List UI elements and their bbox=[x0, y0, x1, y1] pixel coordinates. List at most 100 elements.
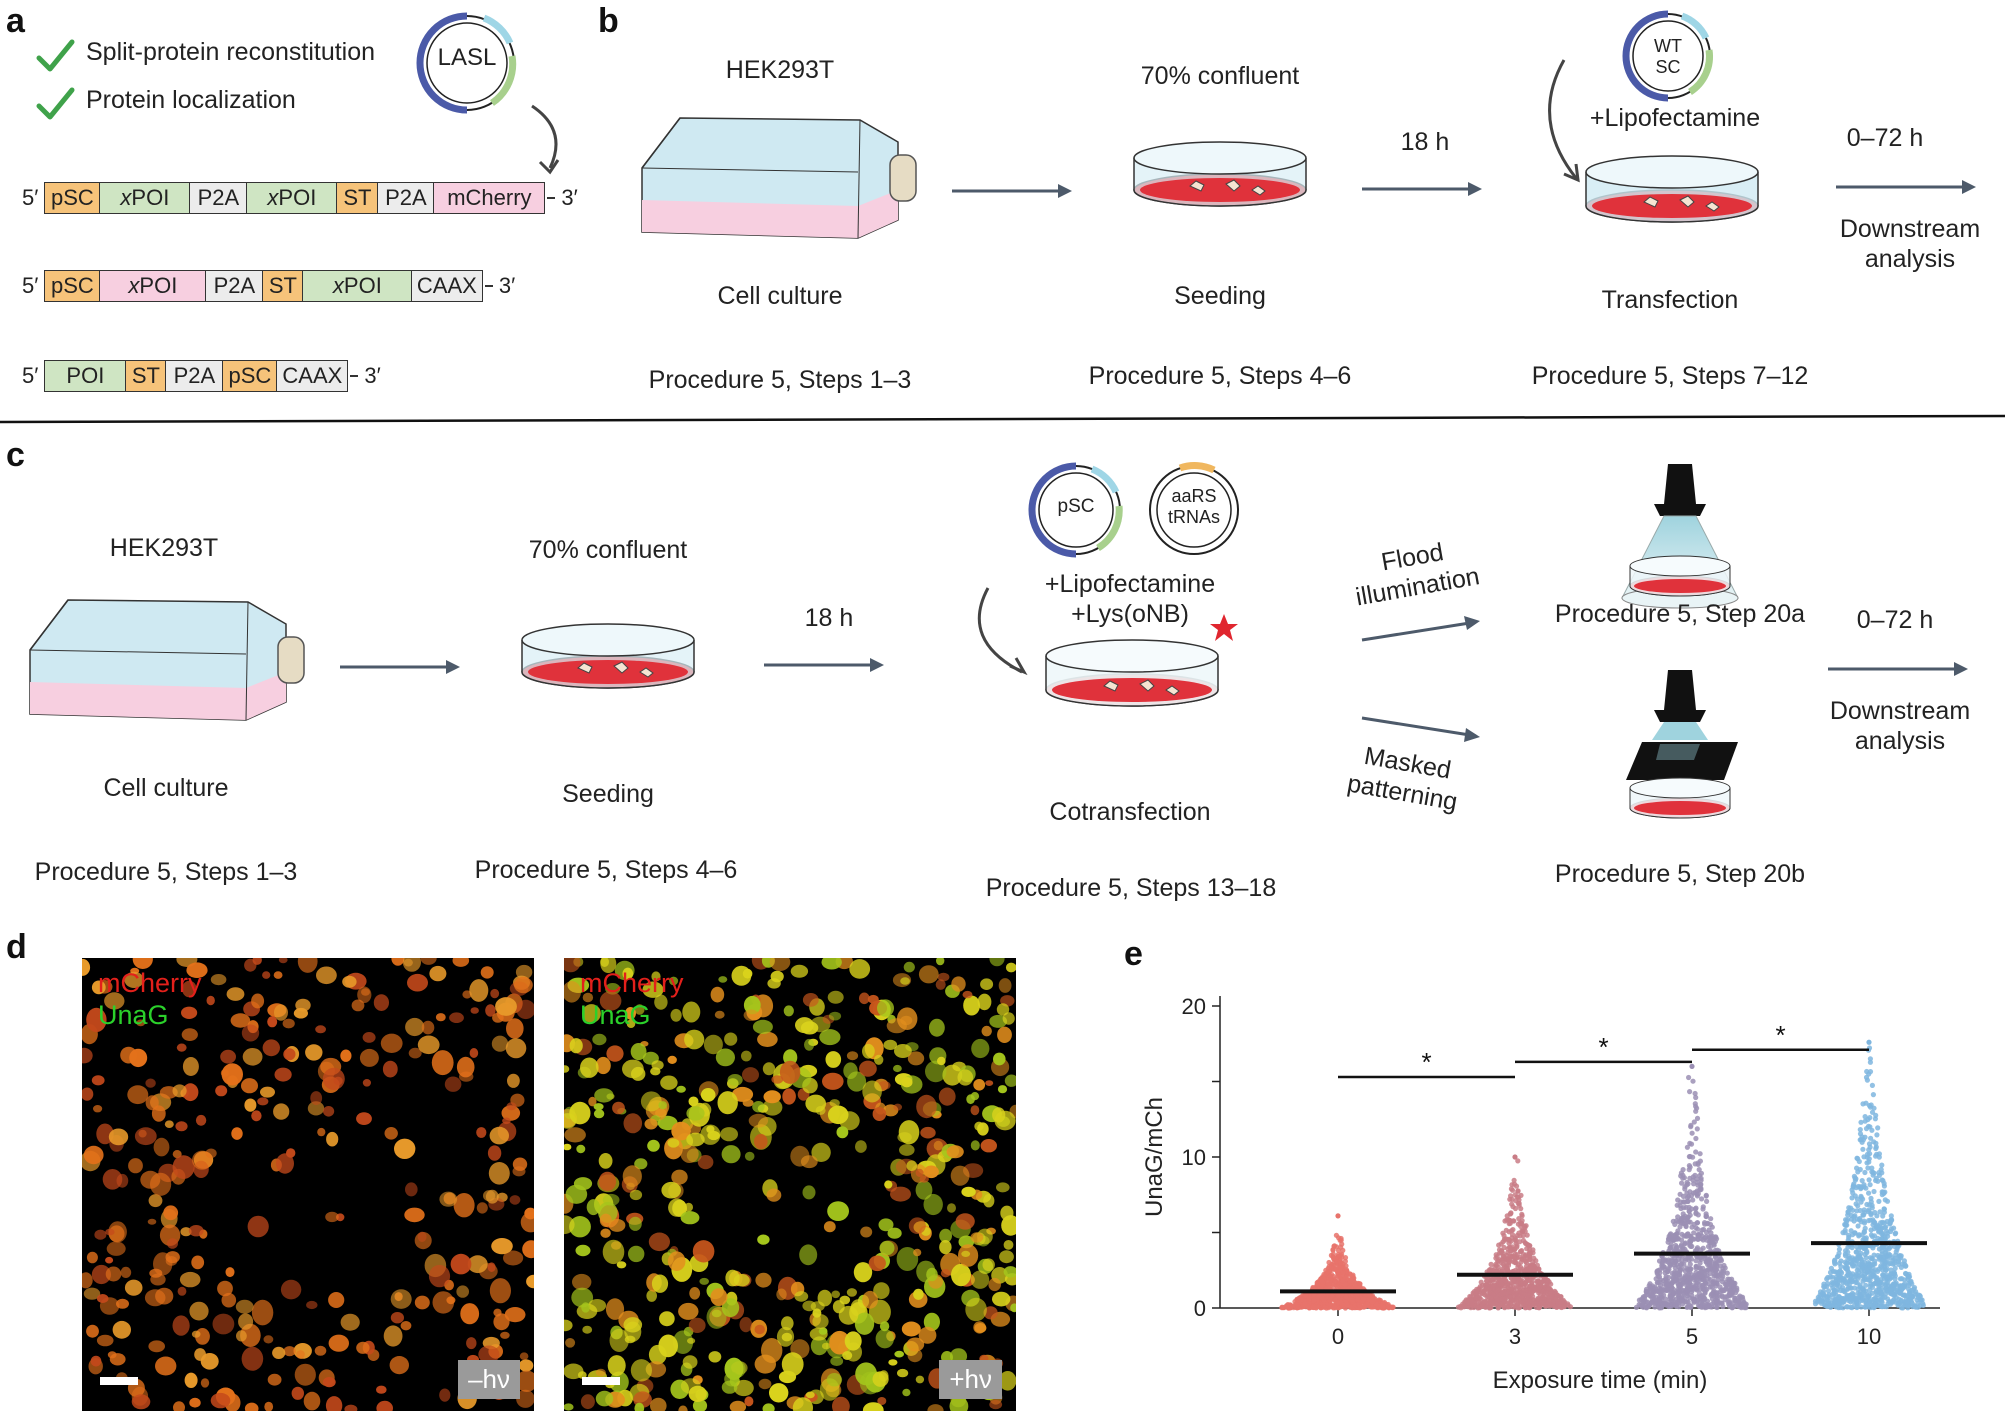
data-point bbox=[1333, 1279, 1338, 1284]
cell bbox=[791, 965, 808, 978]
data-point bbox=[1725, 1271, 1730, 1276]
cell bbox=[951, 1264, 971, 1286]
cell bbox=[608, 1355, 626, 1376]
cell bbox=[581, 1394, 595, 1409]
data-point bbox=[1828, 1275, 1833, 1280]
cell bbox=[631, 1067, 645, 1081]
cell bbox=[594, 1088, 613, 1102]
data-point bbox=[1892, 1271, 1897, 1276]
data-point bbox=[1845, 1304, 1850, 1309]
data-point bbox=[1649, 1289, 1654, 1294]
cell bbox=[993, 1053, 1006, 1066]
cell bbox=[983, 1194, 994, 1207]
data-point bbox=[1854, 1250, 1859, 1255]
cell bbox=[806, 1392, 815, 1399]
arrow-icon bbox=[762, 654, 892, 674]
cell bbox=[344, 1405, 357, 1411]
cell bbox=[304, 1392, 321, 1411]
cell bbox=[306, 1301, 317, 1309]
cell bbox=[173, 1315, 190, 1335]
y-tick-label: 10 bbox=[1182, 1145, 1206, 1170]
cell bbox=[476, 1127, 486, 1138]
cell bbox=[215, 1085, 227, 1096]
data-point bbox=[1345, 1303, 1350, 1308]
cell bbox=[222, 1293, 237, 1308]
cell bbox=[1006, 963, 1016, 973]
data-point bbox=[1386, 1302, 1391, 1307]
data-point bbox=[1521, 1252, 1526, 1257]
cell bbox=[742, 1067, 759, 1082]
cell bbox=[211, 974, 227, 985]
cell bbox=[251, 1110, 261, 1121]
data-point bbox=[1862, 1170, 1867, 1175]
cell bbox=[477, 1202, 488, 1213]
cell bbox=[769, 1383, 788, 1402]
data-point bbox=[1874, 1213, 1879, 1218]
cell bbox=[794, 1291, 808, 1302]
data-point bbox=[1502, 1299, 1507, 1304]
data-point bbox=[1724, 1282, 1729, 1287]
time-18h-label: 18 h bbox=[1380, 128, 1470, 157]
data-point bbox=[1876, 1170, 1881, 1175]
cell bbox=[588, 1299, 606, 1312]
cell bbox=[827, 1201, 849, 1221]
cell bbox=[185, 1373, 198, 1388]
data-point bbox=[1699, 1299, 1704, 1304]
three-prime-label: 3′ bbox=[555, 185, 583, 211]
cell bbox=[873, 1371, 889, 1387]
data-point bbox=[1897, 1284, 1902, 1289]
cell bbox=[899, 1120, 920, 1144]
data-point bbox=[1690, 1131, 1695, 1136]
cell bbox=[904, 962, 915, 973]
cell bbox=[323, 1106, 334, 1117]
data-point bbox=[1864, 1255, 1869, 1260]
data-point bbox=[1885, 1234, 1890, 1239]
construct-segment: CAAX bbox=[276, 360, 348, 392]
cell bbox=[647, 1140, 660, 1152]
data-point bbox=[1888, 1261, 1893, 1266]
data-point bbox=[1695, 1280, 1700, 1285]
data-point bbox=[1857, 1232, 1862, 1237]
cell bbox=[272, 1347, 285, 1359]
data-point bbox=[1873, 1154, 1878, 1159]
y-tick-label: 0 bbox=[1194, 1296, 1206, 1321]
data-point bbox=[1338, 1245, 1343, 1250]
cell bbox=[926, 1268, 938, 1281]
cell bbox=[495, 997, 517, 1016]
data-point bbox=[1851, 1183, 1856, 1188]
cell bbox=[720, 1127, 738, 1141]
cell bbox=[149, 1194, 163, 1207]
data-point bbox=[1474, 1295, 1479, 1300]
cell bbox=[257, 1097, 268, 1105]
data-point bbox=[1872, 1220, 1877, 1225]
data-point bbox=[1530, 1289, 1535, 1294]
procedure-steps-1-3: Procedure 5, Steps 1–3 bbox=[620, 366, 940, 395]
data-point bbox=[1692, 1222, 1697, 1227]
data-point bbox=[1500, 1231, 1505, 1236]
data-point bbox=[1501, 1254, 1506, 1259]
cell bbox=[507, 1074, 520, 1088]
data-point bbox=[1511, 1278, 1516, 1283]
cell bbox=[1005, 1075, 1016, 1087]
data-point bbox=[1494, 1301, 1499, 1306]
data-point bbox=[1358, 1285, 1363, 1290]
cell bbox=[752, 1101, 764, 1112]
data-point bbox=[1710, 1225, 1715, 1230]
data-point bbox=[1836, 1251, 1841, 1256]
cell bbox=[671, 1009, 682, 1022]
cell bbox=[908, 1348, 923, 1362]
data-point bbox=[1730, 1305, 1735, 1310]
cell bbox=[855, 1140, 867, 1153]
max-point bbox=[1866, 1040, 1871, 1045]
data-point bbox=[1510, 1188, 1515, 1193]
arrow-icon bbox=[950, 180, 1080, 200]
cell bbox=[847, 1288, 857, 1297]
cell bbox=[97, 1335, 114, 1347]
data-point bbox=[1863, 1226, 1868, 1231]
data-point bbox=[1902, 1258, 1907, 1263]
data-point bbox=[1690, 1079, 1695, 1084]
data-point bbox=[1871, 1189, 1876, 1194]
cell bbox=[784, 1005, 794, 1016]
cell bbox=[295, 1364, 316, 1386]
data-point bbox=[1712, 1267, 1717, 1272]
